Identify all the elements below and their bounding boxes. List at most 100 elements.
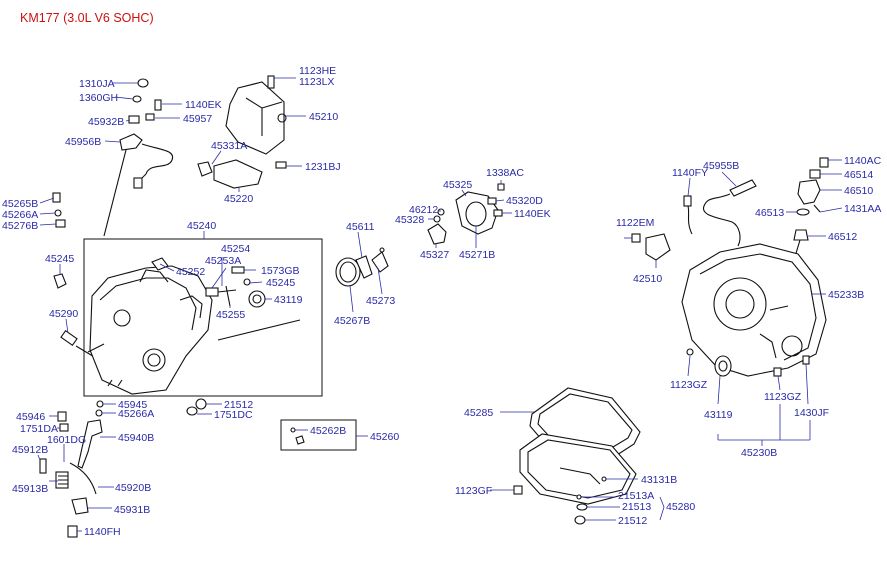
pin-45945-part — [96, 400, 104, 408]
label-45611: 45611 — [346, 221, 375, 233]
converter-housing-45230b — [681, 243, 827, 377]
label-1310ja: 1310JA — [79, 78, 115, 90]
bracket-45210-detail — [245, 97, 283, 136]
label-45266a-a: 45266A — [2, 209, 38, 221]
label-45956b: 45956B — [65, 136, 101, 148]
housing-bore — [713, 277, 767, 331]
label-1140fh: 1140FH — [84, 526, 121, 538]
sensor-45955b-cable — [703, 193, 741, 247]
bolt-45265b-part — [52, 192, 61, 203]
ring-45328-part — [433, 215, 441, 223]
right-sensor-group — [631, 157, 829, 261]
nut-1310ja-part — [137, 78, 149, 88]
assembly-box-45240 — [83, 238, 323, 397]
spring-1573gb-part — [231, 266, 245, 274]
case-boss — [139, 269, 169, 283]
ring-45245-part — [243, 278, 251, 286]
label-1140fy: 1140FY — [672, 167, 708, 179]
spacer-45245-part — [53, 273, 67, 289]
rod-45920b-part — [69, 462, 97, 495]
nut-1751da-part — [59, 423, 69, 432]
label-45240: 45240 — [187, 220, 216, 232]
housing-detail — [759, 305, 789, 359]
sensor-link-line — [103, 149, 127, 237]
bolt-45320d-part — [487, 197, 497, 205]
sensor-cable — [139, 143, 174, 181]
bolt-1140ek-part — [154, 99, 162, 111]
shaft-45290-part — [60, 329, 78, 347]
label-1601dg: 1601DG — [47, 434, 86, 446]
label-1573gb: 1573GB — [261, 265, 300, 277]
oil-pan-rim — [527, 439, 631, 499]
leaders-housing — [687, 293, 826, 446]
bolt-1231bj-part — [275, 161, 287, 169]
label-45331a: 45331A — [211, 140, 247, 152]
shim-45273-part — [371, 251, 389, 273]
label-45932b: 45932B — [88, 116, 124, 128]
ring-45266a-part — [54, 209, 62, 217]
label-45260: 45260 — [370, 431, 399, 443]
label-46510: 46510 — [844, 185, 873, 197]
label-1123he: 1123HE — [299, 65, 336, 77]
label-45273: 45273 — [366, 295, 395, 307]
label-45955b: 45955B — [703, 160, 739, 172]
seal-46514-part — [809, 169, 821, 179]
label-45290: 45290 — [49, 308, 78, 320]
pin-46212-part — [437, 208, 445, 216]
washer-21512-part — [195, 398, 207, 410]
pin-1430jf-part — [802, 355, 810, 365]
label-45255: 45255 — [216, 309, 245, 321]
label-45266a-b: 45266A — [118, 408, 154, 420]
label-1123lx: 1123LX — [299, 76, 334, 88]
label-1140ek-b: 1140EK — [514, 208, 551, 220]
gasket-45611-part — [355, 255, 373, 279]
plug-45276b-part — [55, 219, 66, 228]
left-small-parts — [52, 192, 97, 359]
selector-parts — [39, 398, 207, 538]
shim-45273-hole — [379, 247, 385, 253]
leaders-top-left — [104, 77, 306, 192]
diagram-title: KM177 (3.0L V6 SOHC) — [20, 11, 154, 25]
label-45262b: 45262B — [310, 425, 346, 437]
label-45940b: 45940B — [118, 432, 154, 444]
label-45946: 45946 — [16, 411, 45, 423]
label-45233b: 45233B — [828, 289, 864, 301]
label-1122em: 1122EM — [616, 217, 654, 229]
label-45252: 45252 — [176, 266, 205, 278]
label-45913b: 45913B — [12, 483, 48, 495]
nut-1338ac-part — [497, 183, 505, 191]
housing-flange — [699, 253, 817, 361]
label-1123gz-a: 1123GZ — [670, 379, 708, 391]
bolt-1140ac-part — [819, 157, 829, 168]
housing-body — [681, 243, 827, 377]
label-46212: 46212 — [409, 204, 438, 216]
clip-1431aa-part — [813, 204, 821, 213]
label-21513a: 21513A — [618, 490, 654, 502]
label-1360gh: 1360GH — [79, 92, 118, 104]
label-1123gz-b: 1123GZ — [764, 391, 802, 403]
sensor-45955b-part — [729, 179, 757, 197]
label-45220: 45220 — [224, 193, 253, 205]
bolt-1140ek-b-part — [493, 209, 503, 217]
ring-46513-part — [796, 208, 810, 216]
label-45957: 45957 — [183, 113, 212, 125]
case-link — [87, 343, 105, 353]
seal-43119-part — [248, 290, 266, 308]
bracket-cluster — [103, 75, 287, 237]
label-45245-a: 45245 — [45, 253, 74, 265]
clip-45331a-part — [197, 161, 213, 177]
label-1338ac: 1338AC — [486, 167, 524, 179]
label-46514: 46514 — [844, 169, 873, 181]
label-1431aa: 1431AA — [844, 203, 881, 215]
label-45945: 45945 — [118, 399, 147, 411]
case-flange — [99, 277, 197, 331]
label-45245-b: 45245 — [266, 277, 295, 289]
case-rib — [179, 295, 203, 319]
label-45230b: 45230B — [741, 447, 777, 459]
seal-43119-inner — [252, 294, 262, 304]
retainer-group — [335, 183, 505, 287]
plug-21513-part — [576, 503, 588, 511]
clip-45957-part — [145, 113, 155, 121]
bolt-1123gz-b-part — [773, 367, 782, 377]
